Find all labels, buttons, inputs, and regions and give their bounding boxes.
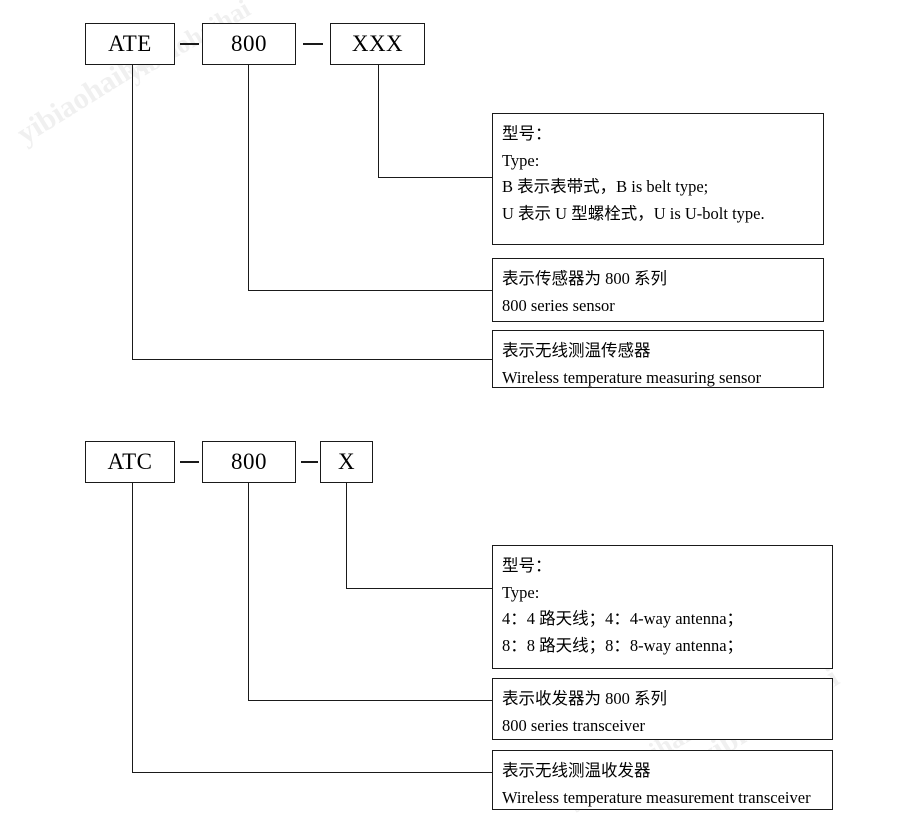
description-line: 4：4 路天线；4：4-way antenna；: [502, 609, 744, 629]
connector-line: [378, 65, 379, 178]
description-line: B 表示表带式，B is belt type;: [502, 177, 709, 197]
description-box-product: 表示无线测温传感器 Wireless temperature measuring…: [492, 330, 824, 388]
connector-line: [378, 177, 493, 178]
code-box-type-x: X: [320, 441, 373, 483]
connector-line: [132, 359, 493, 360]
dash-separator: [303, 43, 323, 45]
connector-line: [132, 772, 493, 773]
description-line: 8：8 路天线；8：8-way antenna；: [502, 636, 744, 656]
description-box-type: 型号： Type: B 表示表带式，B is belt type; U 表示 U…: [492, 113, 824, 245]
description-line: 表示传感器为 800 系列: [502, 269, 667, 288]
description-box-series: 表示传感器为 800 系列 800 series sensor: [492, 258, 824, 322]
connector-line: [346, 483, 347, 589]
connector-line: [132, 483, 133, 773]
description-line: 800 series sensor: [502, 295, 615, 315]
description-line: 表示无线测温收发器: [502, 761, 651, 780]
connector-line: [248, 483, 249, 701]
description-line: U 表示 U 型螺栓式，U is U-bolt type.: [502, 204, 765, 224]
description-line: 型号：: [502, 556, 552, 575]
code-box-series-800: 800: [202, 441, 296, 483]
description-box-type: 型号： Type: 4：4 路天线；4：4-way antenna； 8：8 路…: [492, 545, 833, 669]
description-line: 800 series transceiver: [502, 715, 645, 735]
description-line: 表示无线测温传感器: [502, 341, 651, 360]
code-box-series-800: 800: [202, 23, 296, 65]
description-line: 表示收发器为 800 系列: [502, 689, 667, 708]
description-line: 型号：: [502, 124, 552, 143]
connector-line: [248, 700, 493, 701]
description-box-series: 表示收发器为 800 系列 800 series transceiver: [492, 678, 833, 740]
connector-line: [346, 588, 493, 589]
code-box-type-xxx: XXX: [330, 23, 425, 65]
connector-line: [248, 65, 249, 291]
description-box-product: 表示无线测温收发器 Wireless temperature measureme…: [492, 750, 833, 810]
dash-separator: [180, 43, 199, 45]
connector-line: [248, 290, 493, 291]
description-line: Wireless temperature measuring sensor: [502, 367, 762, 387]
description-line: Type:: [502, 582, 540, 602]
code-box-ate: ATE: [85, 23, 175, 65]
dash-separator: [301, 461, 318, 463]
code-box-atc: ATC: [85, 441, 175, 483]
description-line: Wireless temperature measurement transce…: [502, 787, 811, 807]
description-line: Type:: [502, 150, 540, 170]
dash-separator: [180, 461, 199, 463]
connector-line: [132, 65, 133, 360]
